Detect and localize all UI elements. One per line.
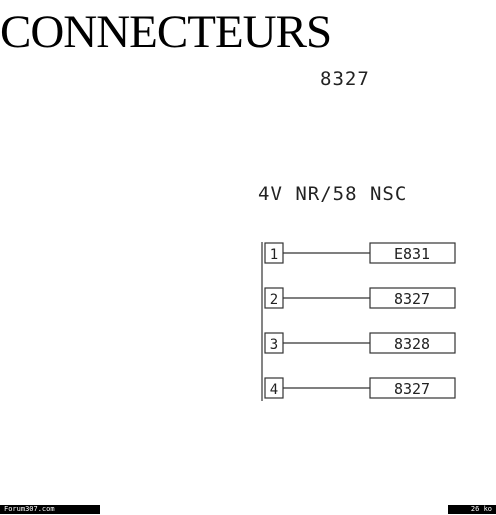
pin-row-3: 3 8328 [264,332,456,354]
page-title: CONNECTEURS [0,6,332,58]
pin-row-2: 2 8327 [264,287,456,309]
pin-row-1: 1 E831 [264,242,456,264]
wire-label-box [369,332,456,354]
wire-label-box [369,242,456,264]
wire-label: E831 [394,245,430,263]
wire-label: 8328 [394,335,430,353]
connector-spec: 4V NR/58 NSC [258,183,408,205]
footer-source: Forum307.com [0,505,100,514]
footer-file-size: 26 ko [448,505,496,514]
pin-row-4: 4 8327 [264,377,456,399]
pin-number: 2 [270,292,278,308]
pin-number: 1 [270,247,278,263]
wire-label-box [369,377,456,399]
pin-number: 3 [270,337,278,353]
wire-label-box [369,287,456,309]
wire-label: 8327 [394,290,430,308]
connector-reference: 8327 [320,68,370,90]
pin-number: 4 [270,382,278,398]
wire-label: 8327 [394,380,430,398]
